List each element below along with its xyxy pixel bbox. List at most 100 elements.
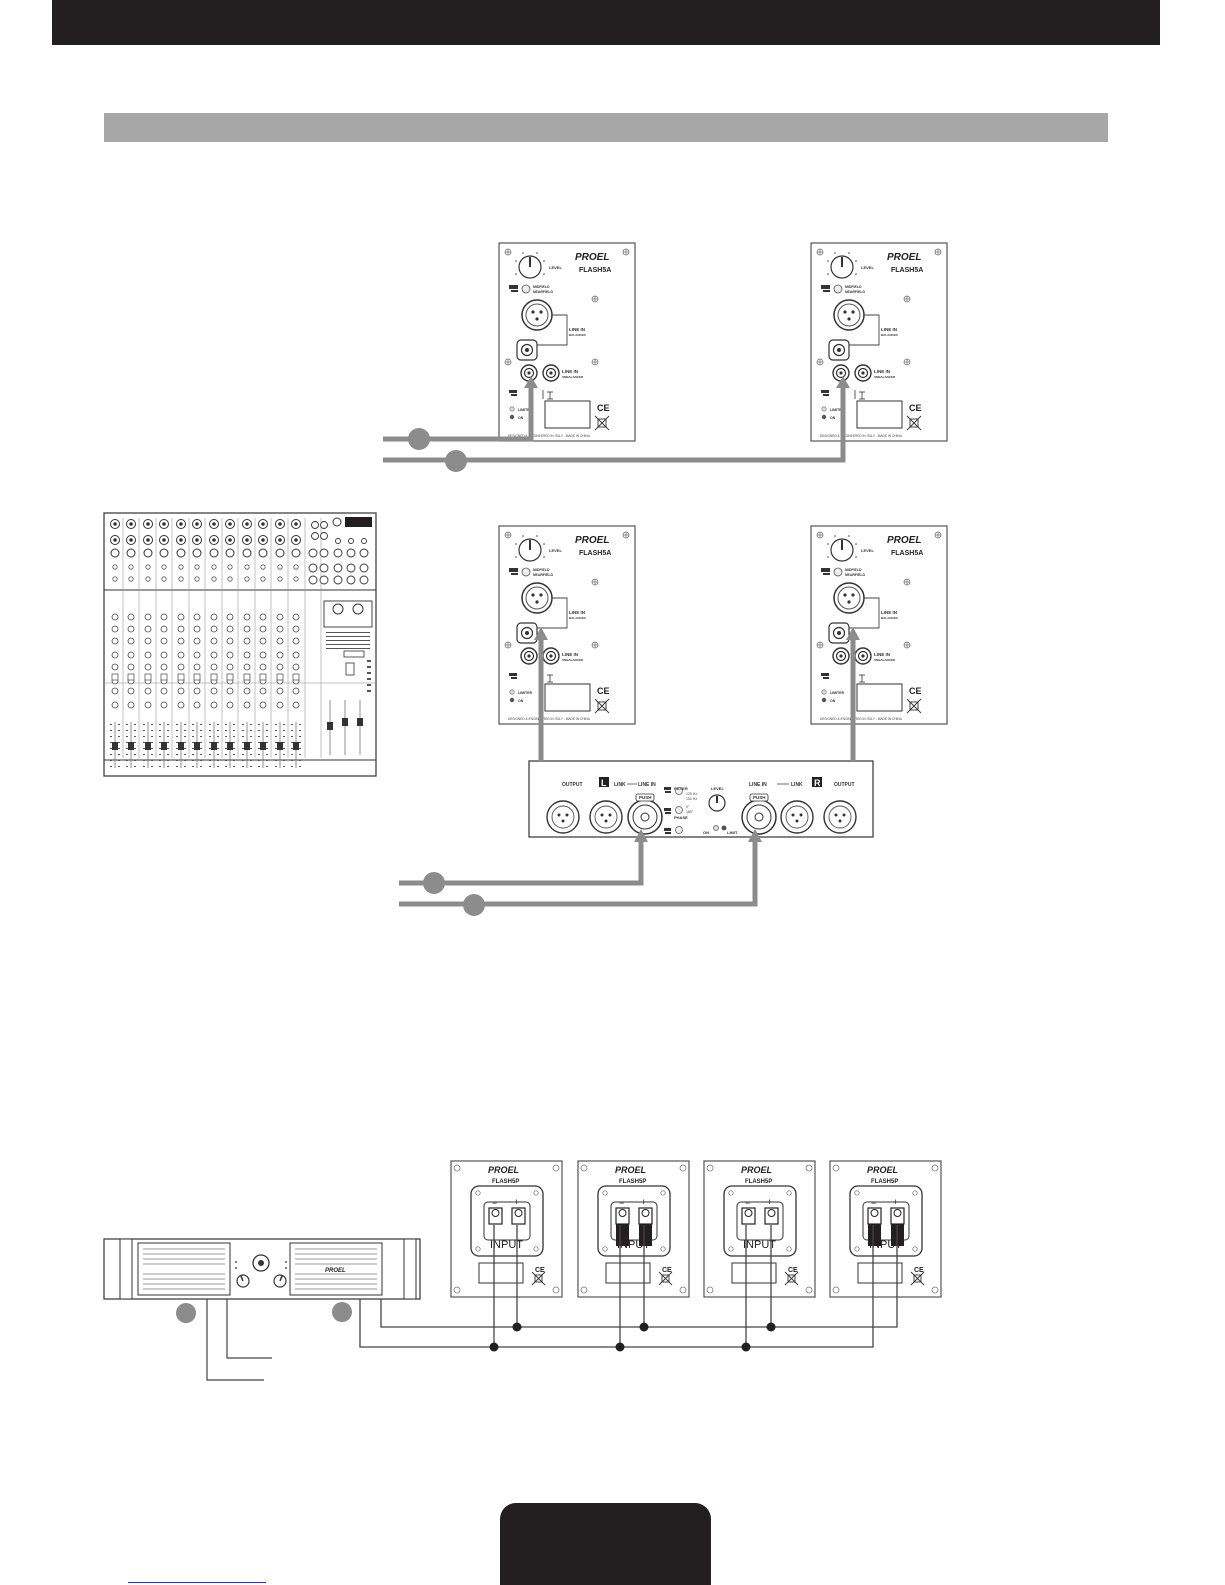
- svg-text:+: +: [514, 1197, 519, 1207]
- svg-text:LINE IN: LINE IN: [638, 782, 656, 788]
- amp-output-markers: [176, 1302, 352, 1323]
- active-speaker-top-left: PROEL FLASH5A LEVEL MIDFIELD NEARFIELD L…: [498, 242, 636, 442]
- svg-text:MIDFIELD: MIDFIELD: [845, 285, 862, 289]
- power-amplifier: PROEL: [103, 1238, 421, 1300]
- svg-text:LINE IN: LINE IN: [881, 327, 897, 332]
- svg-text:PROEL: PROEL: [741, 1165, 772, 1175]
- svg-text:OUTPUT: OUTPUT: [562, 782, 583, 788]
- svg-text:LIMITER: LIMITER: [518, 691, 532, 695]
- svg-text:DESIGNED & ENGINEERED IN ITALY: DESIGNED & ENGINEERED IN ITALY - MADE IN…: [508, 717, 591, 721]
- page-number-tab: [500, 1503, 711, 1585]
- svg-text:BALANCED: BALANCED: [569, 616, 587, 620]
- passive-speaker-2: PROEL FLASH5P − + INPUT CE: [577, 1160, 690, 1298]
- active-speaker-middle-left: PROEL FLASH5A LEVEL MIDFIELD NEARFIELD L…: [498, 525, 636, 725]
- svg-text:+: +: [893, 1197, 898, 1207]
- svg-text:UNBALANCED: UNBALANCED: [562, 658, 584, 662]
- svg-text:FLASH5A: FLASH5A: [579, 550, 611, 557]
- rca-cable-right: [383, 376, 850, 472]
- svg-text:NEARFIELD: NEARFIELD: [533, 573, 554, 577]
- svg-text:PUSH: PUSH: [753, 795, 766, 800]
- svg-text:FLASH5A: FLASH5A: [891, 550, 923, 557]
- svg-text:CE: CE: [914, 1267, 924, 1274]
- svg-text:MIDFIELD: MIDFIELD: [845, 568, 862, 572]
- svg-text:180°: 180°: [686, 810, 694, 814]
- svg-text:MIDFIELD: MIDFIELD: [533, 285, 550, 289]
- svg-text:−: −: [745, 1198, 750, 1208]
- svg-text:LINE IN: LINE IN: [874, 369, 890, 374]
- xlr-cable-right: [846, 627, 860, 761]
- svg-text:FLASH5P: FLASH5P: [871, 1179, 898, 1185]
- passive-speaker-4: PROEL FLASH5P − + INPUT CE: [829, 1160, 942, 1298]
- svg-text:NEARFIELD: NEARFIELD: [845, 573, 866, 577]
- rca-cable-left: [383, 376, 538, 450]
- svg-text:LEVEL: LEVEL: [549, 265, 562, 270]
- svg-text:L: L: [601, 778, 607, 788]
- svg-text:OUTPUT: OUTPUT: [834, 782, 855, 788]
- passive-speaker-3: PROEL FLASH5P − + INPUT CE: [703, 1160, 816, 1298]
- svg-text:150 Hz: 150 Hz: [686, 797, 697, 801]
- svg-text:PROEL: PROEL: [615, 1165, 646, 1175]
- svg-text:LINE IN: LINE IN: [874, 652, 890, 657]
- svg-text:CE: CE: [597, 403, 610, 413]
- svg-text:−: −: [492, 1198, 497, 1208]
- svg-text:PROEL: PROEL: [887, 535, 921, 546]
- mixer: [103, 512, 377, 777]
- svg-text:CE: CE: [597, 686, 610, 696]
- header-bar: [52, 0, 1160, 45]
- svg-text:0°: 0°: [686, 805, 690, 809]
- svg-text:LEVEL: LEVEL: [861, 548, 874, 553]
- svg-text:FILTER: FILTER: [674, 786, 688, 791]
- input-cable-left: [399, 829, 648, 894]
- svg-text:UNBALANCED: UNBALANCED: [874, 658, 896, 662]
- footer-link-underline[interactable]: [128, 1582, 266, 1583]
- svg-text:LINK: LINK: [614, 782, 626, 788]
- svg-text:LINE IN: LINE IN: [569, 610, 585, 615]
- svg-text:+: +: [767, 1197, 772, 1207]
- svg-text:LIMIT: LIMIT: [727, 830, 738, 835]
- svg-text:LEVEL: LEVEL: [549, 548, 562, 553]
- svg-text:PROEL: PROEL: [887, 252, 921, 263]
- svg-text:PHASE: PHASE: [674, 815, 688, 820]
- svg-text:BALANCED: BALANCED: [881, 616, 899, 620]
- xlr-cable-left: [534, 627, 548, 761]
- svg-text:DESIGNED & ENGINEERED IN ITALY: DESIGNED & ENGINEERED IN ITALY - MADE IN…: [508, 434, 591, 438]
- input-cable-right: [399, 829, 762, 916]
- svg-text:PROEL: PROEL: [488, 1165, 519, 1175]
- svg-text:CE: CE: [788, 1267, 798, 1274]
- svg-text:ON: ON: [518, 699, 524, 703]
- svg-text:FLASH5A: FLASH5A: [579, 267, 611, 274]
- svg-text:INPUT: INPUT: [869, 1239, 902, 1251]
- speaker-cable-positive: [380, 1225, 898, 1328]
- svg-text:DESIGNED & ENGINEERED IN ITALY: DESIGNED & ENGINEERED IN ITALY - MADE IN…: [820, 717, 903, 721]
- svg-text:PROEL: PROEL: [575, 252, 609, 263]
- svg-text:CE: CE: [909, 686, 922, 696]
- svg-text:LINE IN: LINE IN: [562, 652, 578, 657]
- svg-text:INPUT: INPUT: [617, 1239, 650, 1251]
- svg-text:CE: CE: [662, 1267, 672, 1274]
- svg-text:MIDFIELD: MIDFIELD: [533, 568, 550, 572]
- svg-text:INPUT: INPUT: [743, 1239, 776, 1251]
- svg-text:FLASH5A: FLASH5A: [891, 267, 923, 274]
- svg-text:LINE IN: LINE IN: [881, 610, 897, 615]
- svg-text:+: +: [641, 1197, 646, 1207]
- svg-text:CE: CE: [535, 1267, 545, 1274]
- svg-text:NEARFIELD: NEARFIELD: [845, 290, 866, 294]
- svg-text:−: −: [619, 1198, 624, 1208]
- svg-text:LINE IN: LINE IN: [749, 782, 767, 788]
- svg-text:PUSH: PUSH: [639, 795, 652, 800]
- passive-speaker-1: PROEL FLASH5P − + INPUT CE: [450, 1160, 563, 1298]
- svg-text:CE: CE: [909, 403, 922, 413]
- active-speaker-top-right: PROEL FLASH5A LEVEL MIDFIELD NEARFIELD L…: [810, 242, 948, 442]
- amp-input-cables: [206, 1299, 272, 1381]
- svg-text:LINE IN: LINE IN: [569, 327, 585, 332]
- controller-panel: L R OUTPUT OUTPUT LINK LINK LINE IN LINE…: [528, 760, 874, 838]
- svg-text:NEARFIELD: NEARFIELD: [533, 290, 554, 294]
- svg-text:LINK: LINK: [791, 782, 803, 788]
- svg-text:PROEL: PROEL: [575, 535, 609, 546]
- svg-text:LEVEL: LEVEL: [711, 786, 724, 791]
- svg-text:LINE IN: LINE IN: [562, 369, 578, 374]
- svg-text:INPUT: INPUT: [490, 1239, 523, 1251]
- svg-text:PROEL: PROEL: [325, 1268, 346, 1274]
- svg-text:ON: ON: [703, 830, 709, 835]
